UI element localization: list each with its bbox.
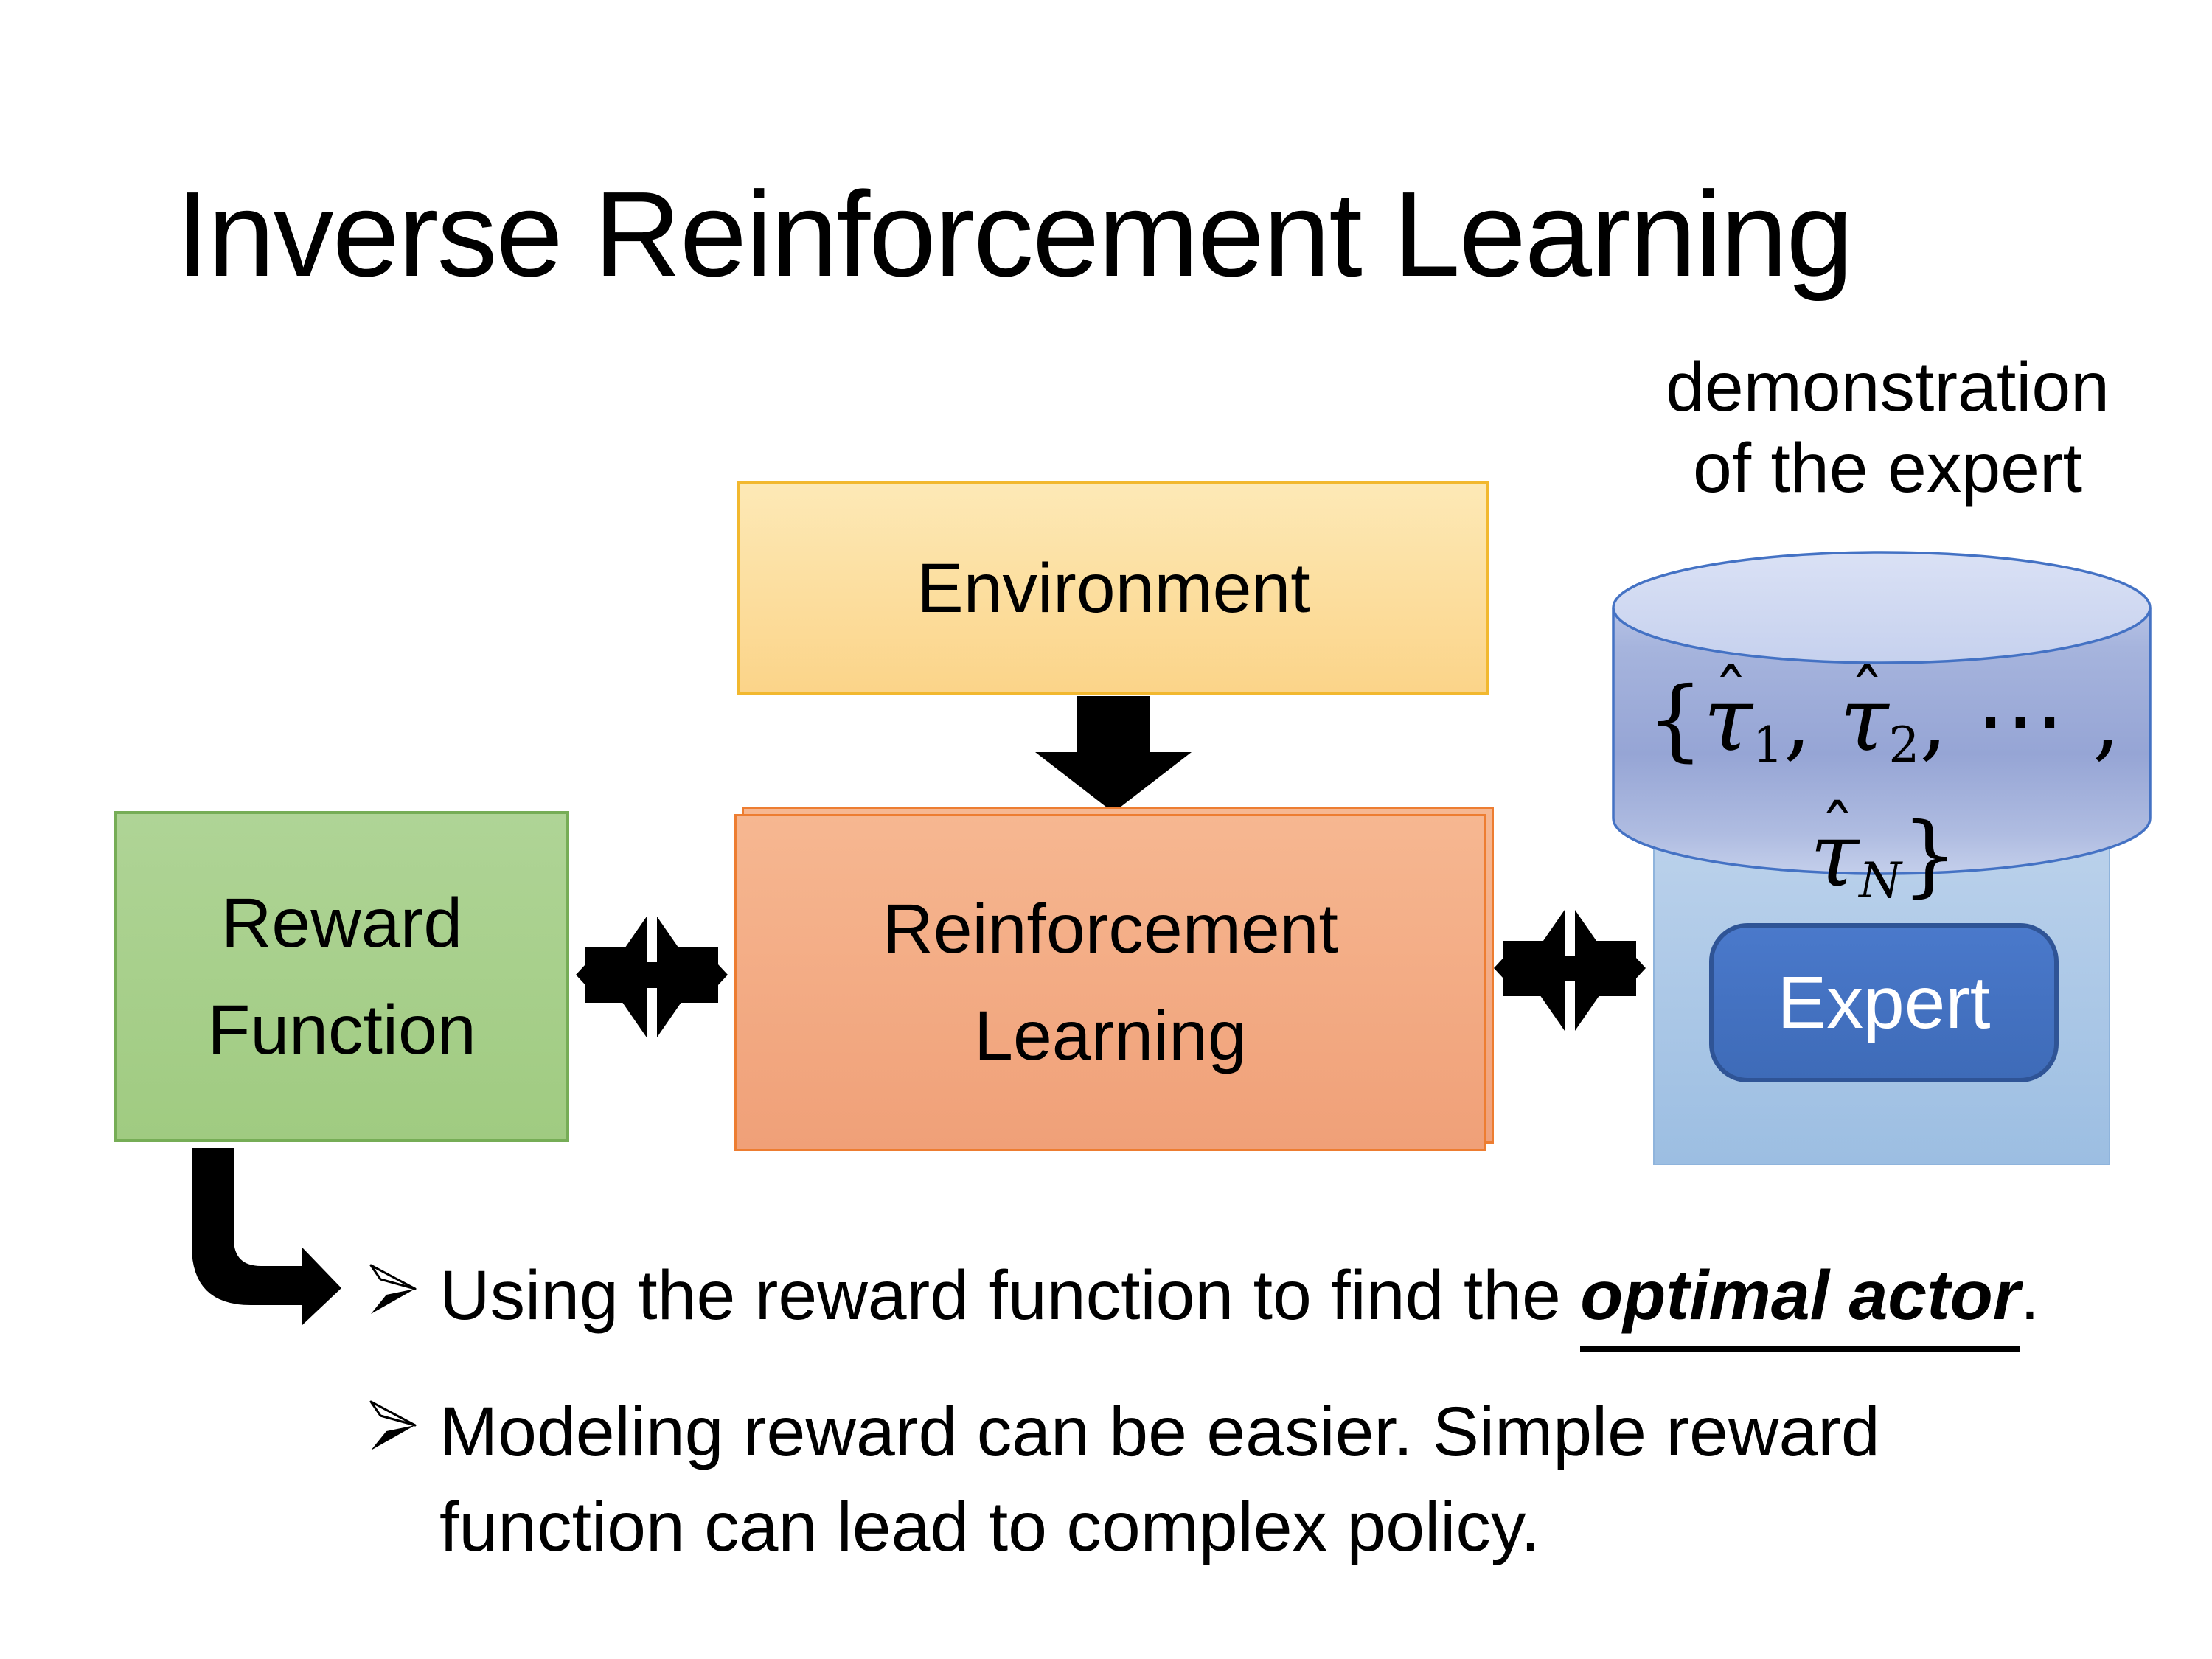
formula-delimiter: , [1783,669,1840,771]
reward-function-box: Reward Function [114,811,569,1142]
reward-function-box-label: Reward Function [207,884,476,1069]
environment-box-label: Environment [917,549,1310,627]
formula-delimiter: } [1901,804,1958,907]
expert-box: Expert [1709,923,2059,1082]
slide-title: Inverse Reinforcement Learning [175,167,1854,302]
bullet-item-1: Using the reward function to find the op… [369,1248,2138,1352]
bidirectional-arrow-left-icon [576,900,728,1054]
bullet-1-text: Using the reward function to find the op… [439,1248,2039,1352]
tau-subscript: 1 [1752,716,1784,773]
down-arrow-icon [1035,696,1192,813]
formula-delimiter: , ⋯ , [1919,669,2121,771]
bidirectional-arrow-right-icon [1494,893,1646,1048]
demonstration-label-line2: of the expert [1692,429,2083,508]
environment-box: Environment [737,481,1489,695]
reinforcement-learning-box-label: Reinforcement Learning [883,890,1338,1075]
bullet-1-lead: Using the reward function to find the [439,1256,1581,1335]
reinforcement-learning-box: Reinforcement Learning [734,814,1486,1151]
bullet-item-2: Modeling reward can be easier. Simple re… [369,1385,2138,1575]
tau-subscript: 2 [1888,716,1920,773]
bullet-1-tail: . [2020,1256,2040,1335]
arrowhead-bullet-icon [369,1264,417,1314]
formula-delimiter: { [1646,669,1704,771]
database-cylinder-icon [1612,551,2152,875]
bullet-2-text: Modeling reward can be easier. Simple re… [439,1393,1880,1567]
expert-box-label: Expert [1777,961,1991,1044]
bent-arrow-icon [192,1148,341,1325]
demonstration-label-line1: demonstration [1665,348,2110,426]
arrowhead-bullet-icon [369,1400,417,1450]
demonstration-label: demonstration of the expert [1593,347,2183,509]
tau-subscript: N [1859,852,1902,909]
bullet-1-emphasis: optimal actor [1580,1248,2020,1352]
